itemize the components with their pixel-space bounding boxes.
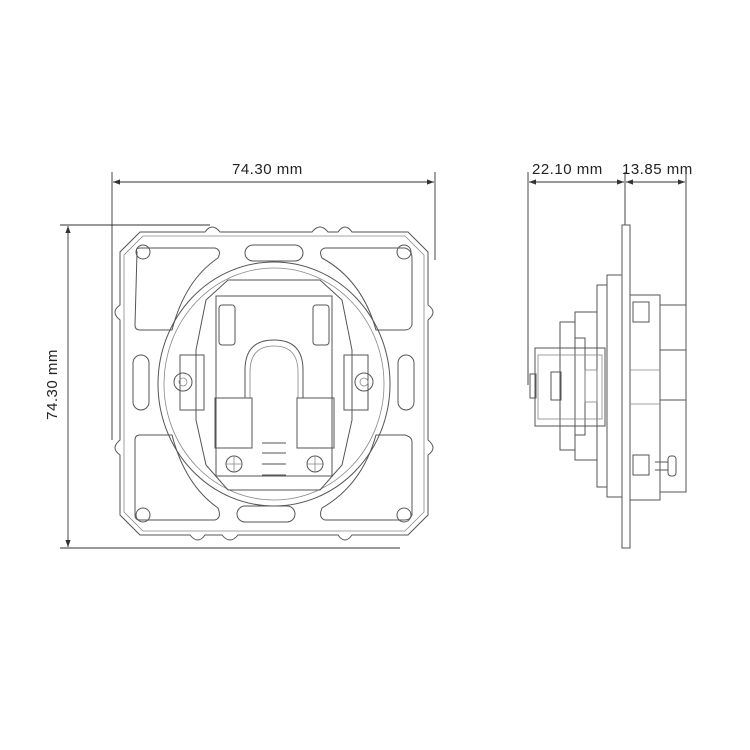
socket-side-view — [529, 224, 687, 549]
side-depth-dimensions — [527, 172, 687, 385]
socket-insert-front-view — [173, 279, 374, 491]
side-front-depth-label: 13.85 mm — [622, 161, 693, 178]
front-height-dimension — [60, 224, 400, 549]
mounting-frame-front-view — [114, 226, 434, 541]
front-width-dimension — [111, 172, 436, 440]
side-rear-depth-label: 22.10 mm — [532, 161, 603, 178]
front-height-label: 74.30 mm — [43, 349, 61, 420]
front-width-label: 74.30 mm — [232, 161, 303, 178]
